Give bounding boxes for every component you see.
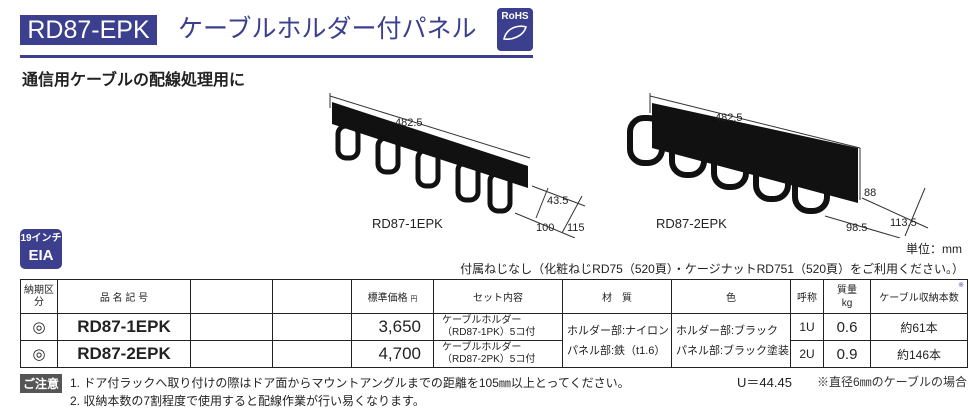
header-name: 品 名 記 号 [57,279,191,314]
price-cell: 3,650 [351,313,434,341]
depth-dimension-1b: 115 [567,222,585,234]
blank-cell [190,313,273,341]
header-blank-1 [190,279,273,314]
title-rule [20,55,533,58]
color-cell: ホルダー部:ブラックパネル部:ブラック塗装 [671,313,791,368]
set-line-2: （RD87-1PK）5コ付 [442,327,536,338]
header-material: 材 質 [562,279,672,314]
mass-unit: kg [841,297,853,309]
table-row: ◎ RD87-2EPK 4,700 ケーブルホルダー（RD87-2PK）5コ付 … [20,340,968,368]
capacity-footnote: ※直径6㎜のケーブルの場合 [817,375,967,389]
figure-label-2: RD87-2EPK [656,216,727,231]
eia-badge-standard: EIA [28,247,54,264]
screw-note: 付属ねじなし（化粧ねじRD75（520頁）・ケージナットRD751（520頁）を… [460,262,964,276]
eia-badge-size: 19インチ [20,233,62,244]
set-cell: ケーブルホルダー（RD87-1PK）5コ付 [433,313,563,341]
depth-dimension-2b: 113.5 [890,217,917,229]
capacity-cell: 約146本 [870,340,968,368]
height-dimension-2: 88 [864,187,877,199]
subtitle: 通信用ケーブルの配線処理用に [22,70,246,89]
color-line-2: パネル部:ブラック塗装 [676,344,790,357]
height-dimension-1: 43.5 [547,195,569,207]
product-image-rd87-2epk [627,93,929,238]
set-line-1: ケーブルホルダー [442,315,522,326]
depth-dimension-1a: 100 [536,222,555,234]
price-cell: 4,700 [351,340,434,368]
caution-label: ご注意 [20,374,63,393]
header-price: 標準価格 円 [351,279,434,314]
mass-label: 質量 [837,284,857,296]
mass-cell: 0.9 [823,340,871,368]
material-cell: ホルダー部:ナイロンパネル部:鉄（t1.6） [562,313,672,368]
width-dimension-2: 482.5 [715,112,743,124]
model-title: RD87-EPK [20,15,157,45]
note-2: 2. 収納本数の7割程度で使用すると配線作業が行い易くなります。 [70,394,425,408]
set-line-1: ケーブルホルダー [442,342,522,353]
header-set: セット内容 [433,279,563,314]
rohs-badge: RoHS [497,8,533,51]
capacity-cell: 約61本 [870,313,968,341]
header-capacity: ケーブル収納本数 ※ [870,279,968,314]
header-delivery: 納期区分 [20,279,58,314]
depth-dimension-2a: 98.5 [846,222,868,234]
material-line-1: ホルダー部:ナイロン [567,324,670,337]
delivery-cell: ◎ [20,340,58,368]
blank-cell [190,340,273,368]
size-cell: 1U [790,313,824,341]
size-cell: 2U [790,340,824,368]
width-dimension-1: 482.5 [395,117,423,129]
header-blank-2 [272,279,352,314]
unit-label: 単位：mm [906,242,962,256]
note-1: 1. ドア付ラックへ取り付けの際はドア面からマウントアングルまでの距離を105㎜… [70,376,630,390]
blank-cell [272,340,352,368]
leaf-icon [503,25,527,40]
price-label: 標準価格 [367,293,408,304]
set-line-2: （RD87-2PK）5コ付 [442,354,536,365]
delivery-cell: ◎ [20,313,58,341]
figure-label-1: RD87-1EPK [372,216,443,231]
header-color: 色 [671,279,791,314]
header-size: 呼称 [790,279,824,314]
capacity-mark: ※ [958,282,964,289]
color-line-1: ホルダー部:ブラック [676,324,779,337]
product-title: ケーブルホルダー付パネル [178,14,477,43]
capacity-label: ケーブル収納本数 [879,293,959,304]
yen-label: 円 [410,296,418,303]
blank-cell [272,313,352,341]
set-cell: ケーブルホルダー（RD87-2PK）5コ付 [433,340,563,368]
eia-badge: 19インチ EIA [20,229,62,269]
rohs-label: RoHS [501,11,529,22]
table-row: ◎ RD87-1EPK 3,650 ケーブルホルダー（RD87-1PK）5コ付 … [20,313,968,368]
model-cell: RD87-1EPK [57,313,191,341]
mass-cell: 0.6 [823,313,871,341]
u-definition: U＝44.45 [737,375,792,390]
product-image-rd87-1epk [329,93,586,238]
material-line-2: パネル部:鉄（t1.6） [567,344,666,357]
model-cell: RD87-2EPK [57,340,191,368]
